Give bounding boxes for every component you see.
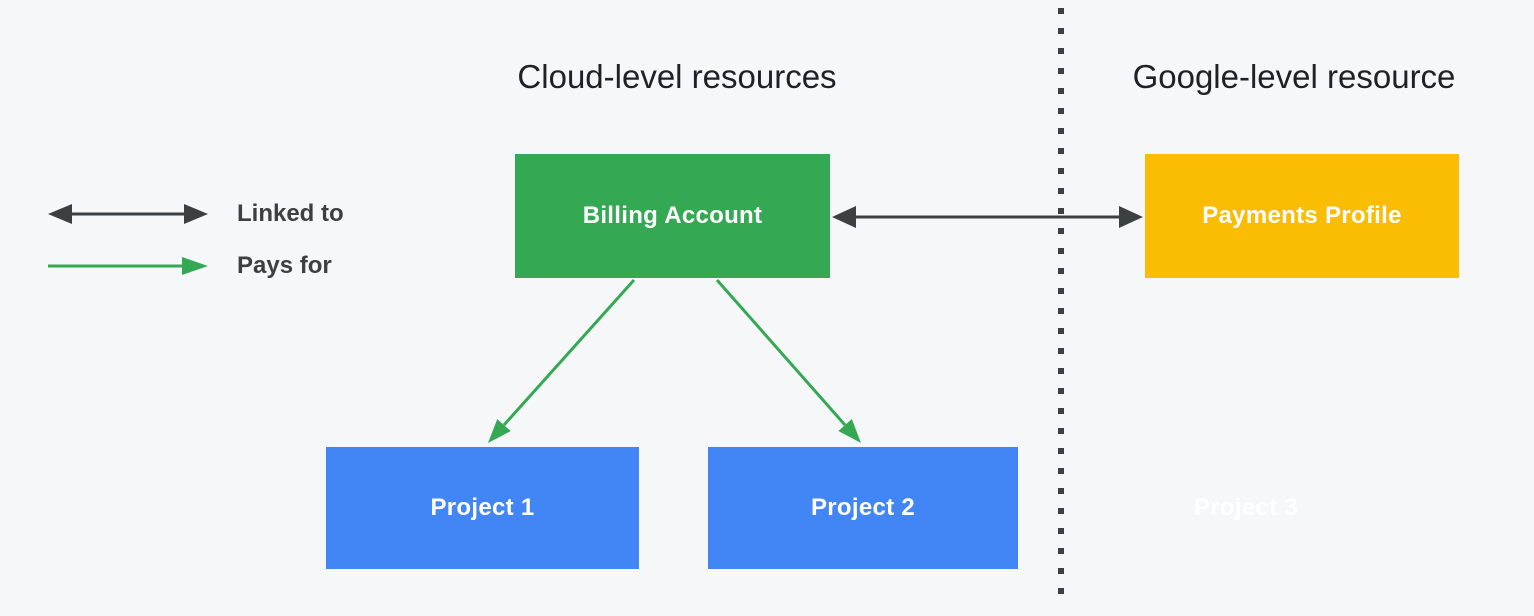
node-billing-account: Billing Account	[515, 154, 830, 278]
cloud-level-title: Cloud-level resources	[517, 58, 837, 95]
node-label: Project 1	[430, 494, 535, 521]
legend-label: Pays for	[237, 252, 332, 279]
node-project-1: Project 1	[326, 447, 639, 569]
section-divider-dotted-line	[1058, 8, 1064, 606]
legend-label: Linked to	[237, 200, 344, 227]
edge-pays-for-project-2-arrow	[715, 279, 861, 443]
double-arrow-icon	[48, 204, 208, 224]
node-project-3-ghost: Project 3	[1096, 447, 1396, 569]
edge-linked-to-arrow	[832, 206, 1143, 228]
node-label: Payments Profile	[1202, 202, 1402, 229]
edge-pays-for-project-1-arrow	[488, 278, 636, 443]
legend-item-linked-to: Linked to	[46, 200, 344, 228]
google-level-title: Google-level resource	[1132, 58, 1456, 95]
node-label: Project 3	[1193, 494, 1299, 521]
node-payments-profile: Payments Profile	[1145, 154, 1459, 278]
node-label: Project 2	[810, 494, 916, 521]
right-arrow-icon	[48, 257, 208, 275]
legend-item-pays-for: Pays for	[46, 252, 344, 280]
node-label: Billing Account	[582, 202, 763, 229]
legend: Linked to Pays for	[46, 200, 344, 280]
node-project-2: Project 2	[708, 447, 1018, 569]
